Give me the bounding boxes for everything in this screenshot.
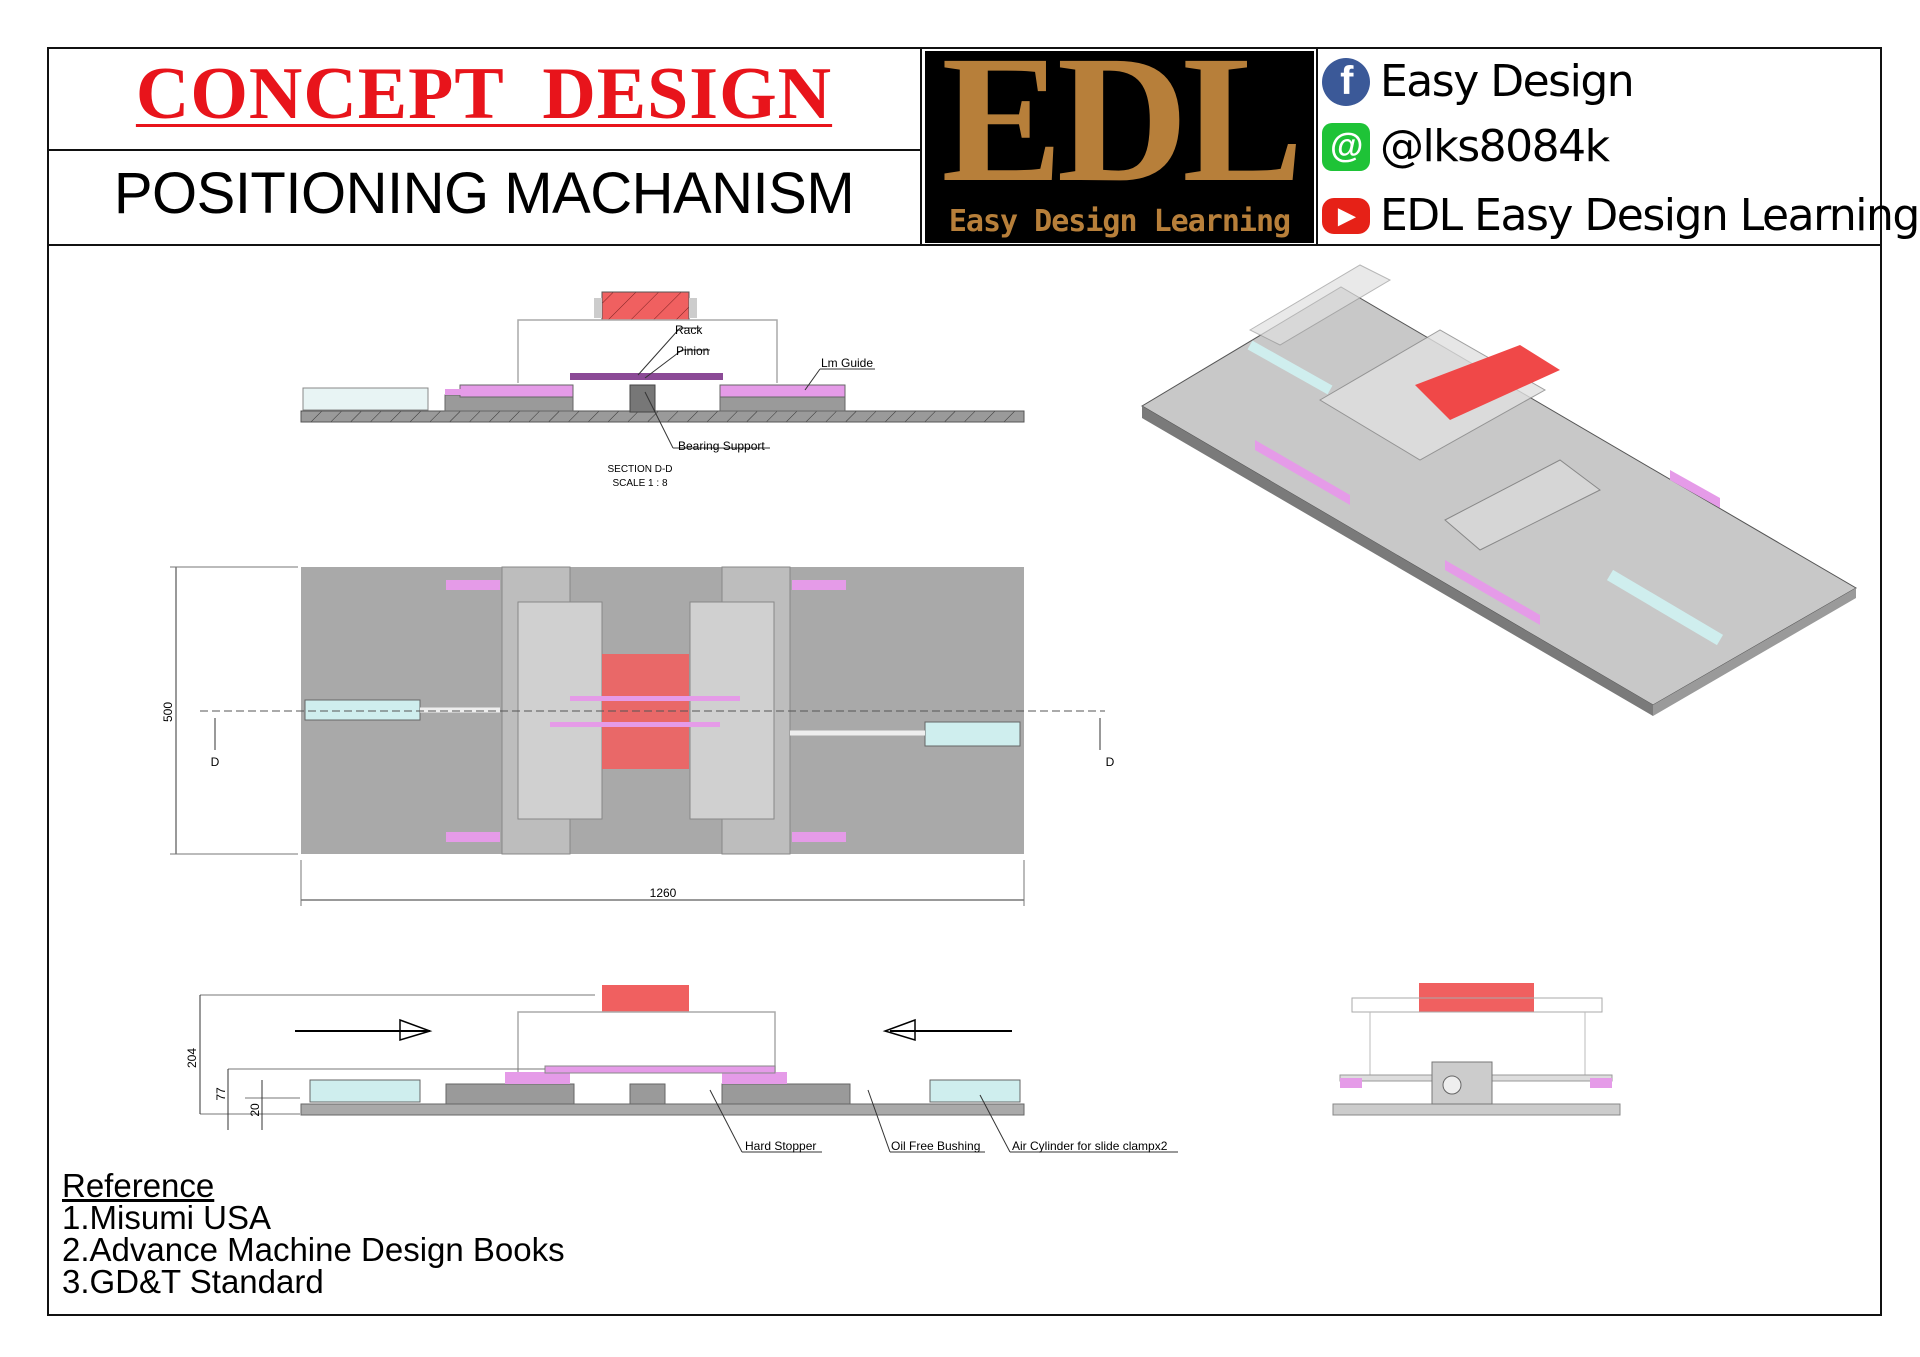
reference-item: 3.GD&T Standard xyxy=(62,1263,324,1300)
section-scale: SCALE 1 : 8 xyxy=(612,478,667,489)
workpiece-section xyxy=(601,291,690,321)
dim-base: 20 xyxy=(248,1103,262,1117)
cover-frame xyxy=(517,319,778,383)
callout-lm-guide: Lm Guide xyxy=(821,356,873,370)
section-mark-left: D xyxy=(211,755,220,769)
line-at-icon: @ xyxy=(1322,122,1370,171)
reference-list: Reference 1.Misumi USA 2.Advance Machine… xyxy=(62,1167,565,1300)
youtube-icon: ▶ xyxy=(1322,197,1370,234)
isometric-view xyxy=(1141,264,1857,716)
callout-bearing-support: Bearing Support xyxy=(678,439,765,453)
workpiece-front xyxy=(602,985,689,1012)
plan-view: D D 500 1260 xyxy=(161,566,1115,906)
social-line[interactable]: @ @lks8084k xyxy=(1322,121,1610,172)
air-cylinder-right xyxy=(924,721,1021,747)
section-mark-right: D xyxy=(1106,755,1115,769)
callout-air-cylinder: Air Cylinder for slide clampx2 xyxy=(1012,1139,1168,1153)
air-cylinder-left xyxy=(304,699,421,721)
side-view xyxy=(1332,983,1621,1116)
facebook-icon: f xyxy=(1322,57,1370,106)
base-plate-front xyxy=(300,1103,1025,1116)
section-view: Rack Pinion Lm Guide Bearing Support SEC… xyxy=(300,291,1025,489)
callout-oil-free-bushing: Oil Free Bushing xyxy=(891,1139,980,1153)
callout-hard-stopper: Hard Stopper xyxy=(745,1139,816,1153)
drawing-frame xyxy=(47,47,1882,1316)
header-divider xyxy=(47,244,1882,246)
edl-logo: EDL Easy Design Learning xyxy=(925,51,1314,243)
callout-rack: Rack xyxy=(675,323,703,337)
social-label: @lks8084k xyxy=(1380,121,1610,172)
bearing-support xyxy=(629,384,656,413)
reference-heading: Reference xyxy=(62,1167,215,1204)
social-youtube[interactable]: ▶ EDL Easy Design Learning xyxy=(1322,190,1920,241)
dim-overall: 204 xyxy=(185,1048,199,1068)
header-vdivider xyxy=(920,47,922,245)
dim-mid: 77 xyxy=(214,1087,228,1101)
front-view: 204 77 20 Hard Stopper Oil Free Bushing … xyxy=(185,985,1178,1153)
logo-mark: EDL xyxy=(941,51,1303,220)
reference-item: 1.Misumi USA xyxy=(62,1199,272,1236)
social-facebook[interactable]: f Easy Design xyxy=(1322,56,1635,107)
reference-item: 2.Advance Machine Design Books xyxy=(62,1231,565,1268)
header-vdivider xyxy=(1316,47,1318,245)
dim-height: 500 xyxy=(161,702,175,722)
social-label: EDL Easy Design Learning xyxy=(1380,190,1920,241)
base-plate-section xyxy=(300,410,1025,423)
social-label: Easy Design xyxy=(1380,56,1635,107)
title-divider xyxy=(47,149,921,151)
dim-width: 1260 xyxy=(650,886,677,900)
iso-workpiece xyxy=(1415,345,1560,420)
page-title: CONCEPT DESIGN xyxy=(135,53,833,135)
logo-tagline: Easy Design Learning xyxy=(948,204,1291,239)
air-cylinder-section xyxy=(302,387,429,411)
section-caption: SECTION D-D xyxy=(608,464,673,475)
page-subtitle: POSITIONING MACHANISM xyxy=(113,161,855,226)
callout-pinion: Pinion xyxy=(676,344,709,358)
